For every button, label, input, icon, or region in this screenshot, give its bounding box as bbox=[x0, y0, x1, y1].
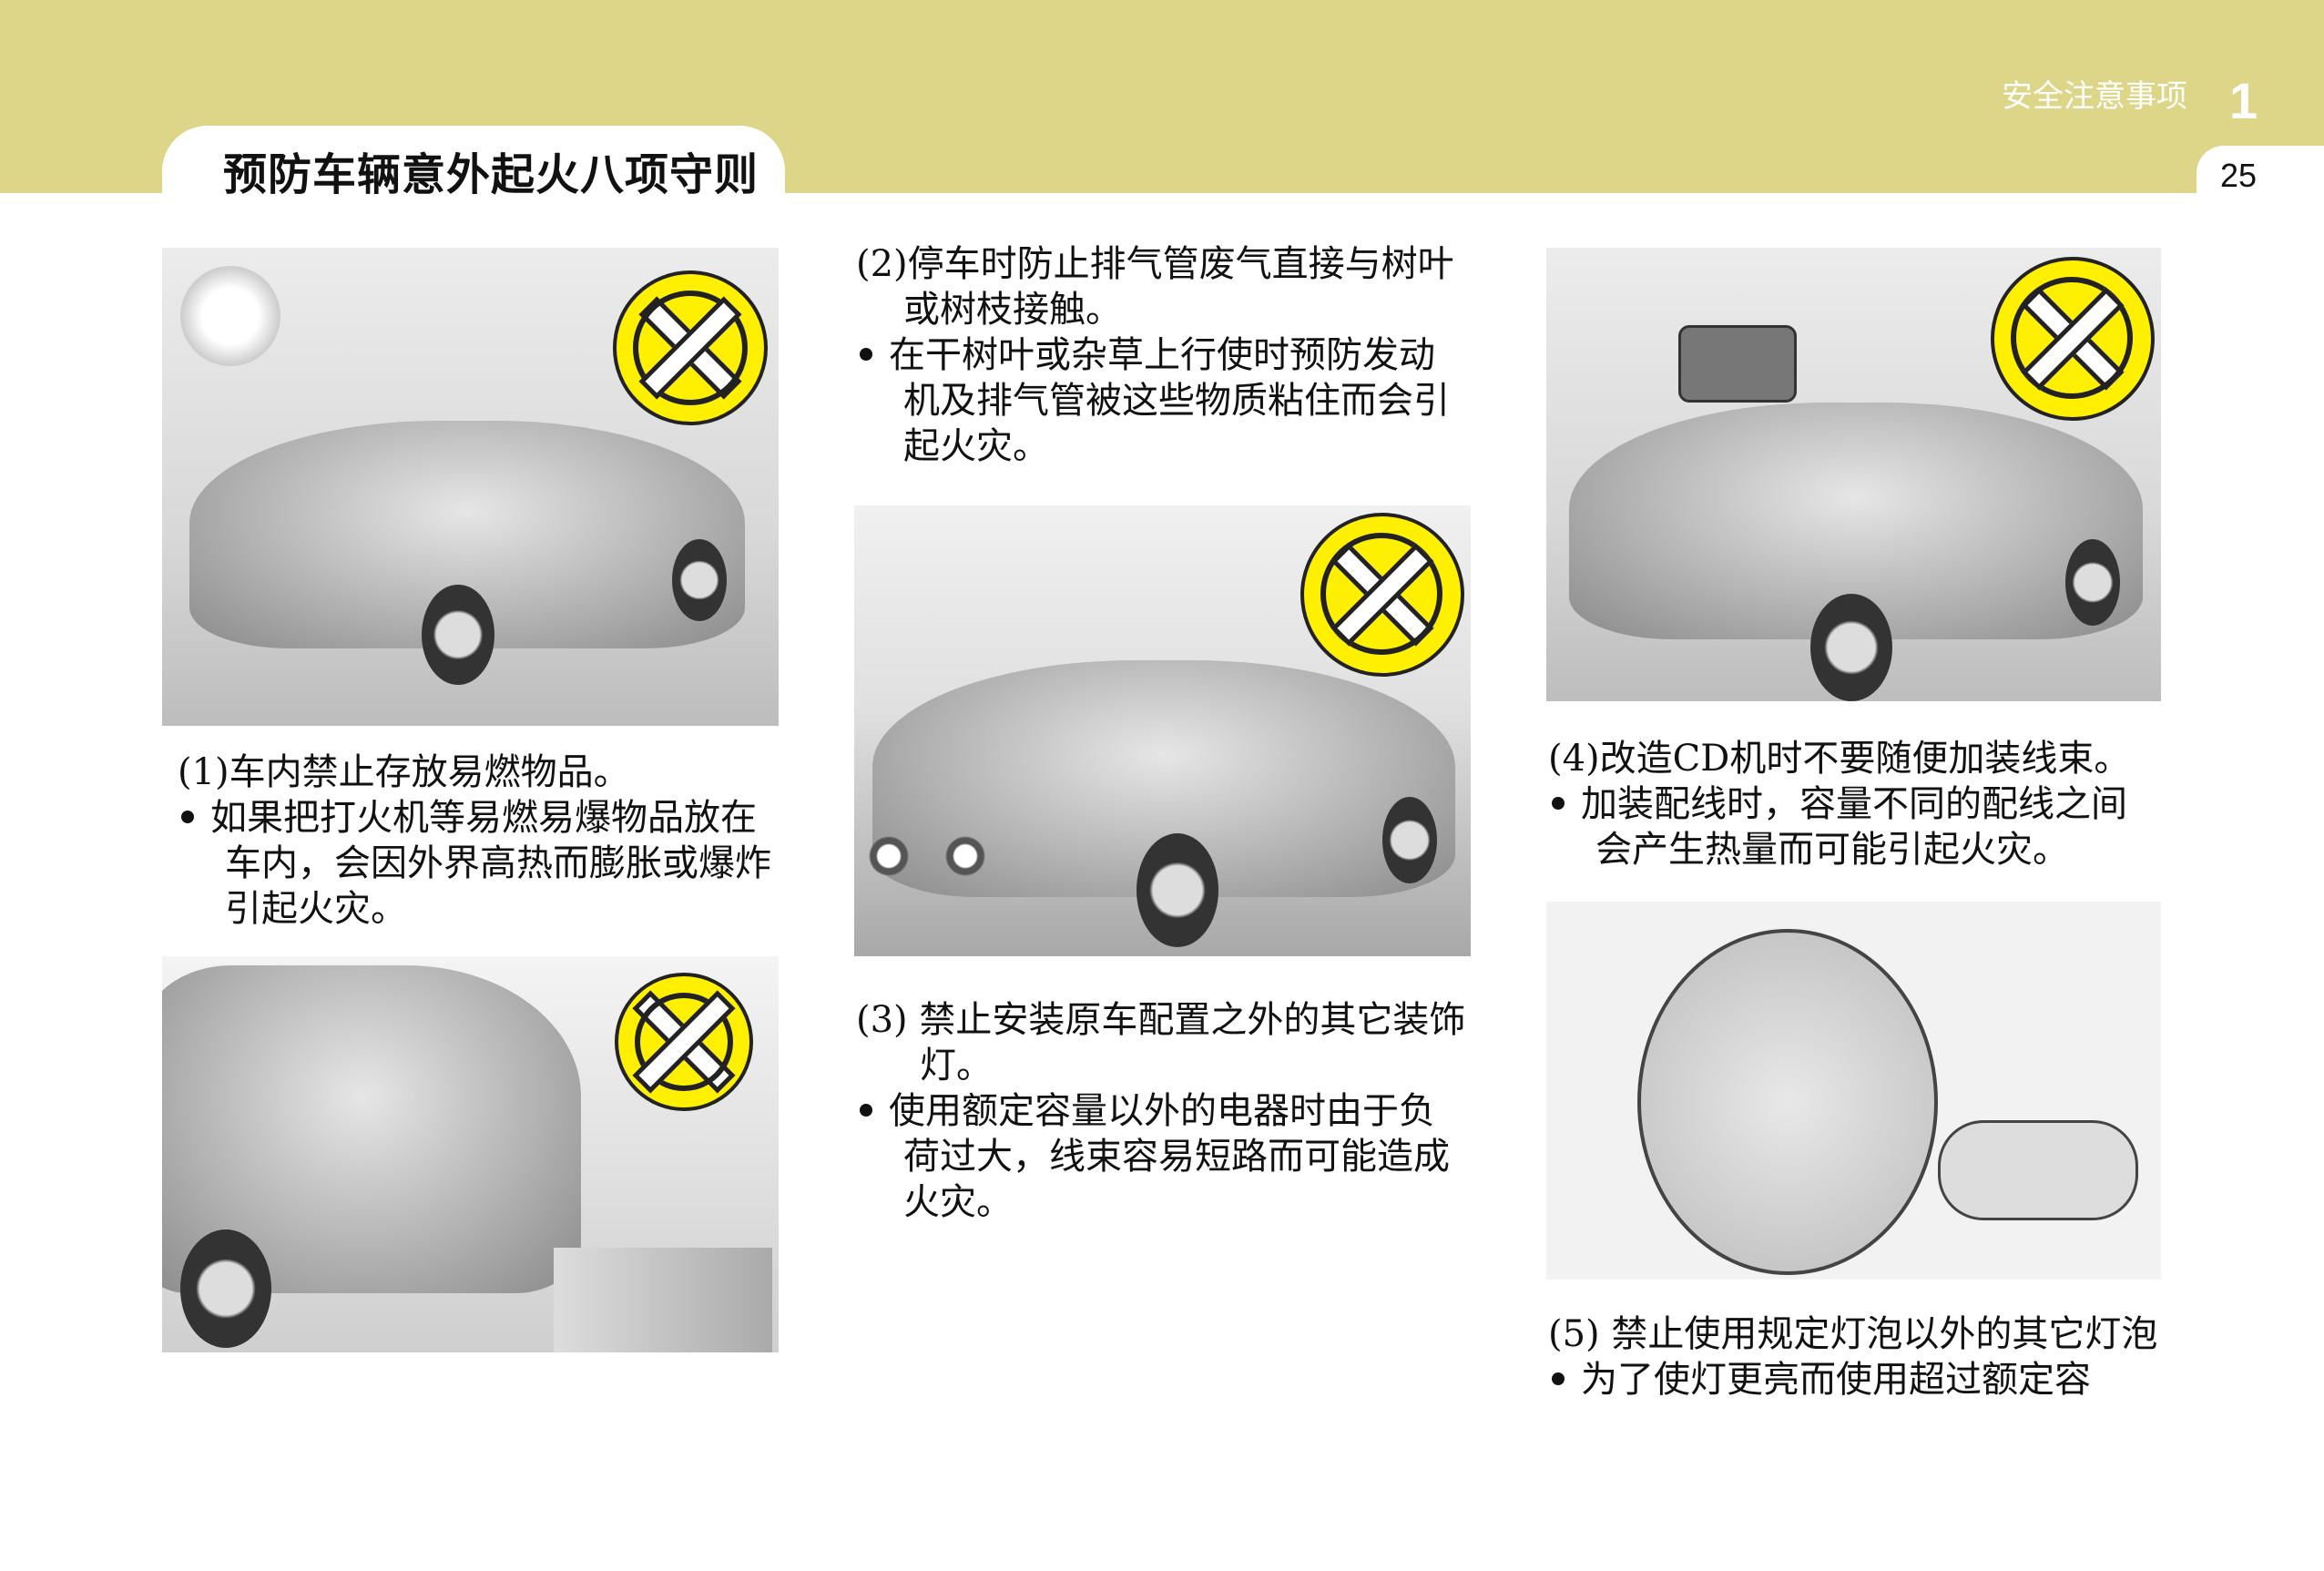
item-1-text: (1)车内禁止存放易燃物品。 如果把打火机等易燃易爆物品放在 车内，会因外界高热… bbox=[178, 751, 771, 930]
headlamp-housing-illustration bbox=[1637, 929, 1938, 1275]
section-title-tab bbox=[162, 126, 785, 199]
page-number: 25 bbox=[2220, 157, 2258, 194]
page-number-tab bbox=[2197, 146, 2324, 200]
item-5-text: (5) 禁止使用规定灯泡以外的其它灯泡 为了使灯更亮而使用超过额定容 bbox=[1548, 1313, 2158, 1401]
cd-player-icon bbox=[1678, 325, 1797, 403]
prohibition-icon bbox=[613, 270, 768, 425]
figure-car-extra-lights bbox=[854, 505, 1471, 956]
prohibition-icon bbox=[1991, 257, 2155, 421]
sun-icon bbox=[180, 266, 280, 366]
chapter-number: 1 bbox=[2229, 72, 2258, 129]
bulb-icon bbox=[1938, 1120, 2138, 1220]
prohibition-icon bbox=[615, 973, 753, 1111]
item-4-text: (4)改造CD机时不要随便加装线束。 加装配线时，容量不同的配线之间 会产生热量… bbox=[1548, 738, 2131, 871]
boxes-illustration bbox=[554, 1248, 772, 1352]
figure-car-sun bbox=[162, 248, 779, 726]
item-2-text: (2)停车时防止排气管废气直接与树叶 或树枝接触。 在干树叶或杂草上行使时预防发… bbox=[856, 243, 1454, 467]
figure-car-rear bbox=[162, 956, 779, 1352]
chapter-title: 安全注意事项 bbox=[2002, 78, 2187, 115]
item-3-text: (3) 禁止安装原车配置之外的其它装饰 灯。 使用额定容量以外的电器时由于负 荷… bbox=[856, 999, 1466, 1223]
figure-car-cd-player bbox=[1546, 248, 2161, 701]
section-title: 预防车辆意外起火八项守则 bbox=[223, 149, 759, 200]
fog-lights-illustration bbox=[863, 833, 991, 879]
figure-headlamp-bulb bbox=[1546, 902, 2161, 1280]
prohibition-icon bbox=[1300, 513, 1464, 677]
